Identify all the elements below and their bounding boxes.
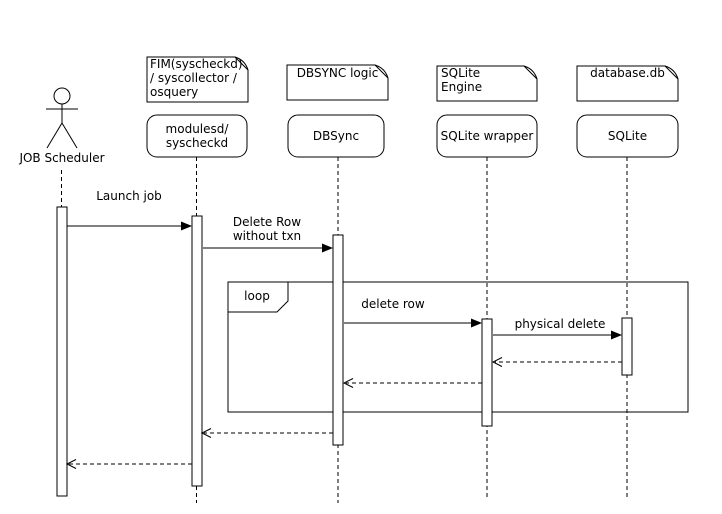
loop-fragment-border	[227, 281, 689, 413]
participant-box-dbsync	[287, 114, 385, 158]
message-label-delete-row-without-txn: Delete Row without txn	[232, 215, 302, 243]
message-arrow-delete-row	[344, 318, 482, 328]
activation-dbsync	[332, 234, 344, 446]
participant-box-sqlite	[576, 114, 679, 158]
sqlite-engine-note-text: SQLite Engine	[441, 66, 483, 94]
return-arrow-dbsync-to-modulesd	[200, 428, 333, 438]
fim-note-shape	[146, 56, 249, 103]
activation-sqlite	[621, 317, 633, 376]
sqlite-engine-note-shape	[436, 65, 538, 102]
activation-bars	[56, 206, 633, 497]
participant-label-modulesd: modulesd/ syscheckd	[165, 122, 229, 150]
message-label-delete-row: delete row	[361, 297, 425, 311]
activation-job-scheduler	[56, 206, 68, 497]
database-db-note-text: database.db	[590, 66, 665, 80]
actor-label: JOB Scheduler	[19, 151, 105, 165]
actor-figure	[46, 87, 78, 149]
database-db-note-shape	[576, 65, 679, 102]
participant-label-dbsync: DBSync	[312, 129, 360, 143]
participant-box-sqlite-wrapper	[436, 114, 538, 158]
loop-fragment-label-pentagon	[227, 281, 289, 313]
actor-head	[53, 87, 71, 105]
loop-fragment-label: loop	[244, 289, 270, 303]
return-arrow-wrapper-to-dbsync	[342, 378, 482, 388]
participant-boxes	[146, 114, 679, 158]
activation-modulesd	[191, 215, 203, 487]
return-arrow-sqlite-to-wrapper	[491, 357, 622, 367]
activation-sqlite-wrapper	[481, 318, 493, 427]
participant-label-sqlite-wrapper: SQLite wrapper	[440, 129, 534, 143]
fim-note-text: FIM(syscheckd) / syscollector / osquery	[150, 57, 243, 99]
dbsync-logic-note-shape	[286, 64, 389, 101]
message-arrow-physical-delete	[493, 330, 622, 340]
message-label-physical-delete: physical delete	[514, 317, 606, 331]
participant-box-modulesd	[146, 114, 248, 158]
message-arrow-launch-job	[67, 221, 192, 231]
participant-label-sqlite: SQLite	[607, 129, 648, 143]
dbsync-logic-note-text: DBSYNC logic	[296, 66, 379, 80]
loop-fragment	[227, 281, 689, 413]
message-arrow-delete-row-without-txn	[202, 243, 333, 253]
return-arrow-modulesd-to-scheduler	[65, 459, 192, 469]
message-label-launch-job: Launch job	[96, 189, 162, 203]
